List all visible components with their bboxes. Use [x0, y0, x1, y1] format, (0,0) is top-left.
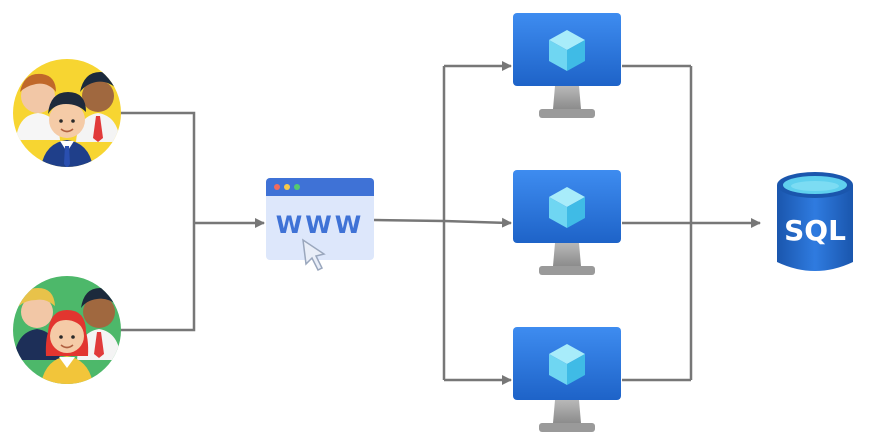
connector-users-bottom [120, 223, 196, 332]
www-browser-icon: WWW [266, 178, 374, 272]
virtual-machine-icon-1 [513, 13, 621, 118]
connector-web-out [373, 218, 445, 223]
user-group-top-icon [13, 59, 121, 167]
connectors [120, 61, 761, 385]
sql-label: SQL [784, 214, 846, 247]
user-group-bottom-icon [13, 276, 121, 384]
sql-database-icon: SQL [777, 172, 853, 271]
virtual-machine-icon-2 [513, 170, 621, 275]
virtual-machine-icon-3 [513, 327, 621, 432]
connector-users-top [120, 111, 196, 223]
cursor-icon [302, 238, 326, 272]
connector-to-vm-2 [443, 217, 512, 228]
www-label: WWW [276, 211, 364, 239]
